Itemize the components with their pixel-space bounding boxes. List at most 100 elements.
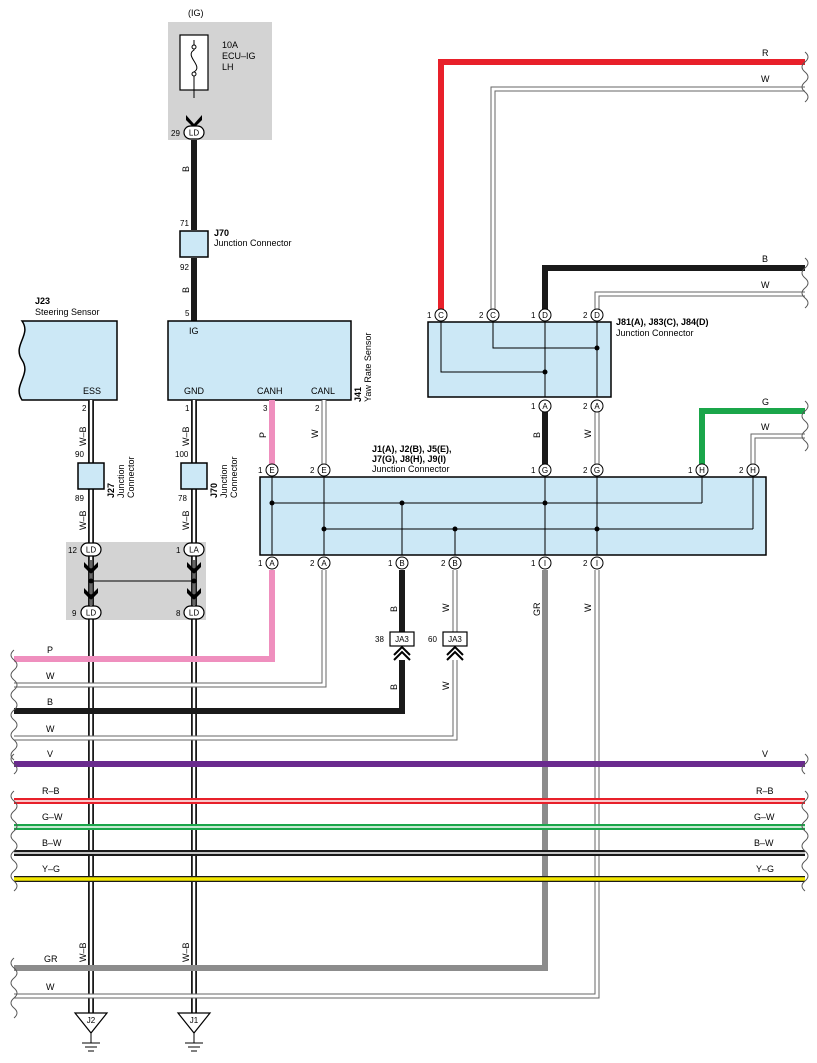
canh-label: CANH: [257, 386, 283, 396]
bus-label-w-mid: W: [761, 280, 770, 290]
wire-label-wb-gnd: W–B: [181, 426, 191, 446]
wire-label-b-fuse: B: [181, 166, 191, 172]
bus-label-g-right: G: [762, 397, 769, 407]
wire-label-wb-j1: W–B: [181, 942, 191, 962]
ig-pin: 5: [185, 309, 190, 318]
j81-name: Junction Connector: [616, 328, 694, 338]
ja3-connector-60: [442, 631, 468, 661]
pin-circle-d2: D: [590, 308, 604, 322]
fuse-name-2: LH: [222, 62, 234, 72]
svg-text:LD: LD: [189, 609, 199, 618]
wire-r-top: [438, 59, 805, 312]
ja2-pin: 2: [310, 559, 315, 568]
a1-pin-top: 1: [531, 402, 536, 411]
ground-j2: [73, 1012, 109, 1052]
wire-label-b-a1: B: [532, 432, 542, 438]
bus-label-w-left3: W: [46, 982, 55, 992]
j81-connector-box: [427, 321, 612, 398]
j1-name: Junction Connector: [372, 464, 450, 474]
svg-text:I: I: [596, 559, 598, 568]
svg-text:C: C: [438, 311, 444, 320]
j27-code: J27: [106, 483, 116, 498]
j70b-name-2: Connector: [229, 456, 239, 498]
wire-label-wb-ess: W–B: [78, 426, 88, 446]
pin-circle-e2: E: [317, 463, 331, 477]
pin-circle-b1: B: [395, 556, 409, 570]
wire-label-w-a2: W: [583, 429, 593, 438]
bus-label-yg-right: Y–G: [756, 864, 774, 874]
wire-b-mid: [542, 265, 805, 312]
j41-code: J41: [353, 387, 363, 402]
ld9-pin: 9: [72, 609, 77, 618]
gnd-pin: 1: [185, 404, 190, 413]
j27-pin-top: 90: [75, 450, 84, 459]
ld12-pin: 12: [68, 546, 77, 555]
j70b-name-1: Junction: [219, 464, 229, 498]
pin-ld29: 29: [171, 129, 180, 138]
g1-pin: 1: [531, 466, 536, 475]
j81-code: J81(A), J83(C), J84(D): [616, 317, 709, 327]
svg-text:A: A: [594, 402, 600, 411]
pin-circle-a2-top: A: [590, 399, 604, 413]
h2-pin: 2: [739, 466, 744, 475]
ess-pin: 2: [82, 404, 87, 413]
ld8-pin: 8: [176, 609, 181, 618]
bus-label-w-left1: W: [46, 671, 55, 681]
j27-pin-bot: 89: [75, 494, 84, 503]
pin-circle-a2-bot: A: [317, 556, 331, 570]
j1-connector-box: [259, 476, 767, 556]
ja3-60-tag: JA3: [448, 635, 462, 644]
wire-w-mid: [594, 291, 805, 312]
j81-internal-lines: [440, 322, 598, 397]
j1-internal-lines: [271, 477, 754, 555]
svg-text:I: I: [544, 559, 546, 568]
j1-code-1: J1(A), J2(B), J5(E),: [372, 444, 452, 454]
ld-la-splice: [84, 560, 201, 605]
wire-label-w-b2: W: [441, 603, 451, 612]
fuse-terminal-top: [191, 44, 197, 50]
ess-label: ESS: [83, 386, 101, 396]
pin-oval-ld29: LD: [183, 125, 205, 140]
a2-pin-top: 2: [583, 402, 588, 411]
wire-label-wb-ess2: W–B: [78, 510, 88, 530]
j70b-code: J70: [209, 483, 219, 498]
pin-oval-ld8: LD: [183, 605, 205, 620]
wire-label-w-canl: W: [310, 429, 320, 438]
ja3-38-tag: JA3: [395, 635, 409, 644]
c1-pin: 1: [427, 311, 432, 320]
wire-label-b-b1: B: [389, 606, 399, 612]
j23-name: Steering Sensor: [35, 307, 100, 317]
i1-pin: 1: [531, 559, 536, 568]
j1-code-2: J7(G), J8(H), J9(I): [372, 454, 446, 464]
ig-label: IG: [189, 326, 199, 336]
j70b-junction-box: [180, 462, 208, 490]
fuse-group-label: (IG): [188, 8, 204, 18]
svg-text:LA: LA: [189, 546, 199, 555]
fuse-terminal-bot: [191, 71, 197, 77]
svg-text:E: E: [269, 466, 274, 475]
bus-label-v-left: V: [47, 749, 53, 759]
wire-w-ja3-left: [14, 660, 458, 741]
gnd-label: GND: [184, 386, 205, 396]
ja3-38-pin: 38: [375, 635, 384, 644]
j70b-pin-top: 100: [175, 450, 189, 459]
pin-circle-c1: C: [434, 308, 448, 322]
break-marks-left: [10, 649, 18, 1019]
j23-steering-sensor-box: [18, 320, 118, 401]
svg-text:B: B: [399, 559, 404, 568]
wire-b-ja3-left: [14, 660, 405, 714]
pin-circle-d1: D: [538, 308, 552, 322]
bus-label-bw-right: B–W: [754, 838, 774, 848]
svg-text:A: A: [321, 559, 327, 568]
bus-label-p-left: P: [47, 645, 53, 655]
canh-pin: 3: [263, 404, 268, 413]
pin-circle-h2: H: [746, 463, 760, 477]
bus-label-w-top: W: [761, 74, 770, 84]
ja1-pin: 1: [258, 559, 263, 568]
d1-pin: 1: [531, 311, 536, 320]
j23-code: J23: [35, 296, 50, 306]
bus-label-v-right: V: [762, 749, 768, 759]
svg-text:G: G: [594, 466, 600, 475]
j81-dot-b: [594, 345, 600, 351]
wire-label-wb-j2: W–B: [78, 942, 88, 962]
